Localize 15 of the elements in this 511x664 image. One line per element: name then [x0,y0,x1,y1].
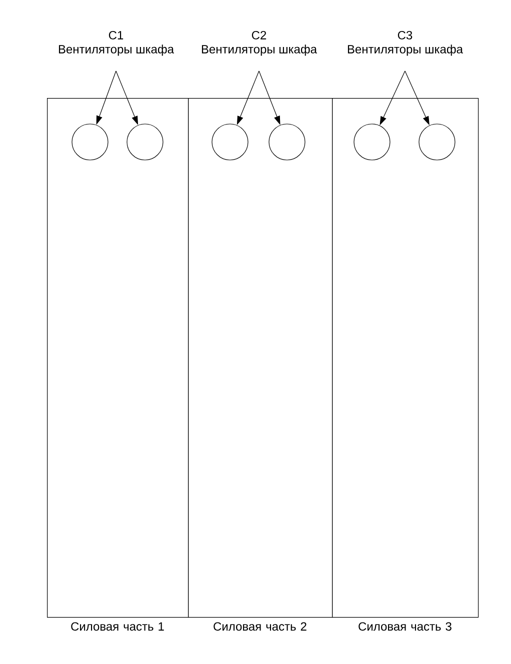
fan-circle [212,124,248,160]
node-label: Силовая часть 1 [71,622,164,631]
fan-circle [72,124,108,160]
fan-circle [354,124,390,160]
callout-label: C1 Вентиляторы шкафа [58,30,174,56]
fan-circle [418,124,456,160]
callout-label: C2 Вентиляторы шкафа [202,30,317,56]
fan-circle [126,124,164,160]
node-label: Силовая часть 2 [214,622,306,631]
fan-circle [268,124,306,160]
callout-label: C3 Вентиляторы шкафа [348,30,463,56]
cabinet-section: Силовая часть 3 [332,98,479,631]
node-label: Силовая часть 3 [358,622,452,631]
cabinet-section: Силовая часть 2 [188,98,333,631]
cabinet-section: Силовая часть 1 [47,98,189,631]
